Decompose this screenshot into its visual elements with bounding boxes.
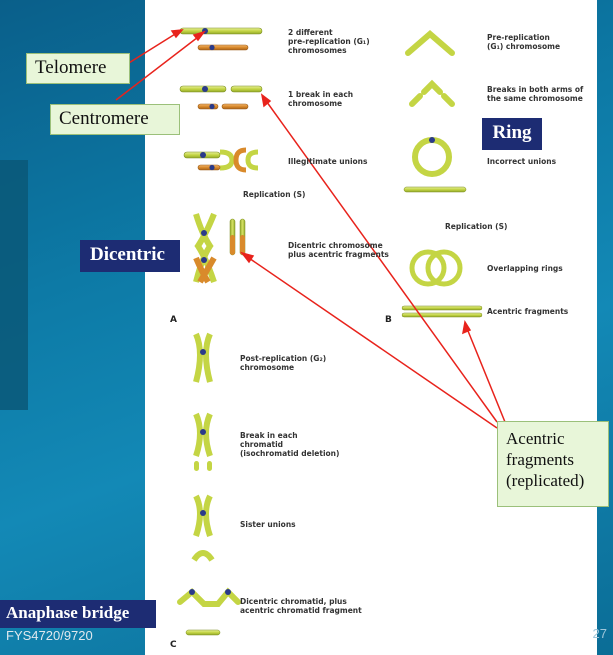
c-caption-2: Break in each chromatid (isochromatid de… (240, 431, 339, 458)
a-caption-1b: pre-replication (G₁) (288, 37, 370, 46)
c-caption-3: Sister unions (240, 520, 296, 529)
telomere-label: Telomere (26, 53, 130, 84)
c-caption-2a: Break in each (240, 431, 298, 440)
centromere-label: Centromere (50, 104, 180, 135)
panel-c-letter: C (170, 640, 177, 650)
a-caption-3: Illegitimate unions (288, 157, 368, 166)
anaphase-bridge-label: Anaphase bridge (0, 600, 156, 628)
a-caption-4: Dicentric chromosome plus acentric fragm… (288, 241, 389, 259)
acentric-line-3: (replicated) (506, 471, 585, 490)
acentric-fragments-label: Acentric fragments (replicated) (497, 421, 609, 507)
c-caption-1a: Post-replication (G₂) (240, 354, 327, 363)
sidebar-accent-bar (0, 160, 28, 410)
b-caption-3: Incorrect unions (487, 157, 557, 166)
c-caption-1b: chromosome (240, 363, 295, 372)
c-dicentric-chromatid (177, 587, 241, 636)
c-caption-2c: (isochromatid deletion) (240, 449, 340, 458)
b-caption-2b: the same chromosome (487, 94, 583, 103)
c-caption-1: Post-replication (G₂) chromosome (240, 354, 326, 372)
a-caption-2b: chromosome (288, 99, 343, 108)
a-dicentric-chromosome (193, 212, 246, 284)
b-ring-union (403, 137, 467, 193)
b-overlapping-rings (409, 249, 463, 287)
a-row3-unions (183, 147, 259, 173)
a-caption-2: 1 break in each chromosome (288, 90, 353, 108)
course-code: FYS4720/9720 (6, 628, 93, 643)
b-caption-5: Acentric fragments (487, 307, 569, 316)
page-number: 27 (592, 626, 607, 641)
panel-a-letter: A (170, 315, 177, 325)
a-row2-breaks (179, 85, 263, 110)
b-caption-1a: Pre-replication (487, 33, 550, 42)
c-caption-4a: Dicentric chromatid, plus (240, 597, 347, 606)
b-caption-2a: Breaks in both arms of (487, 85, 584, 94)
annotation-arrows (115, 29, 506, 429)
c-isochromatid-deletion (193, 412, 213, 471)
c-sister-unions (191, 494, 215, 562)
dicentric-label: Dicentric (80, 240, 180, 272)
acentric-line-1: Acentric (506, 429, 565, 448)
a-replication-label: Replication (S) (243, 190, 306, 199)
figure-panel (145, 0, 597, 655)
panel-b-letter: B (385, 315, 392, 325)
b-caption-2: Breaks in both arms of the same chromoso… (487, 85, 583, 103)
b-caption-4: Overlapping rings (487, 264, 563, 273)
b-prereplication-chromosome (405, 30, 455, 56)
b-caption-1b: (G₁) chromosome (487, 42, 561, 51)
c-caption-4: Dicentric chromatid, plus acentric chrom… (240, 597, 362, 615)
a-caption-1c: chromosomes (288, 46, 347, 55)
a-caption-4a: Dicentric chromosome (288, 241, 383, 250)
ring-label: Ring (482, 118, 542, 150)
a-caption-2a: 1 break in each (288, 90, 354, 99)
c-caption-4b: acentric chromatid fragment (240, 606, 362, 615)
b-acentric-fragments (401, 305, 483, 318)
a-caption-1: 2 different pre-replication (G₁) chromos… (288, 28, 370, 55)
a-row1-chromosomes (179, 27, 263, 51)
b-caption-1: Pre-replication (G₁) chromosome (487, 33, 560, 51)
b-replication-label: Replication (S) (445, 222, 508, 231)
a-caption-1a: 2 different (288, 28, 333, 37)
c-post-replication (193, 332, 213, 383)
c-caption-2b: chromatid (240, 440, 284, 449)
acentric-line-2: fragments (506, 450, 574, 469)
b-breaks-both-arms (409, 79, 455, 107)
a-caption-4b: plus acentric fragments (288, 250, 389, 259)
